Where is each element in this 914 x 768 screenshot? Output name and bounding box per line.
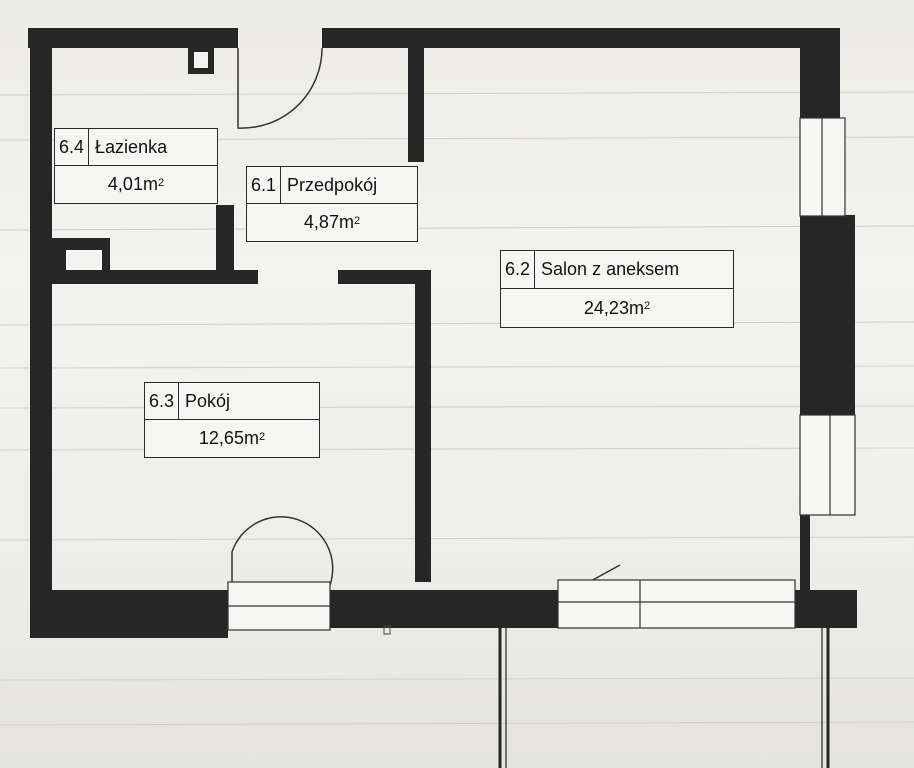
room-name: Łazienka bbox=[95, 136, 168, 157]
room-number: 6.2 bbox=[501, 251, 536, 288]
room-number: 6.3 bbox=[145, 383, 180, 419]
shaft-void bbox=[66, 52, 208, 270]
room-name: Salon z aneksem bbox=[541, 259, 680, 279]
room-name: Przedpokój bbox=[287, 174, 378, 195]
room-number: 6.1 bbox=[247, 167, 282, 203]
balcony bbox=[498, 628, 830, 768]
background-lines bbox=[0, 91, 914, 726]
room-name: Pokój bbox=[185, 390, 231, 411]
walls bbox=[28, 28, 857, 638]
outlet-mark bbox=[383, 625, 391, 635]
windows bbox=[227, 117, 856, 631]
room-number: 6.4 bbox=[55, 129, 90, 165]
